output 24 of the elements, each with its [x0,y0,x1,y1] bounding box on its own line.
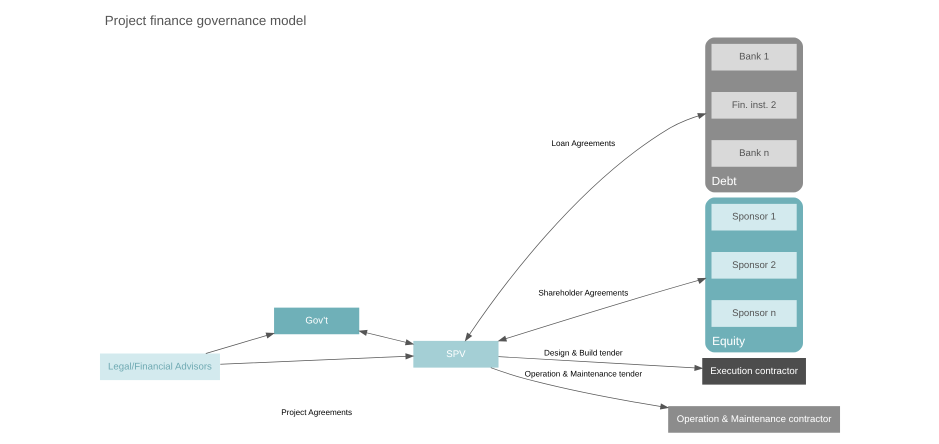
arrow [464,113,706,342]
node-box: Bank n [711,140,796,167]
node-box: Fin. inst. 2 [711,92,796,119]
arrow [498,356,703,371]
edge-label: Design & Build tender [544,348,622,358]
node-box: Operation & Maintenance contractor [668,406,840,433]
node-box: Sponsor 2 [711,252,796,279]
arrow [358,330,414,346]
node-box: Gov’t [274,308,359,334]
edge-label: Operation & Maintenance tender [524,369,642,378]
arrow [490,367,669,410]
node-box: SPV [412,340,498,368]
node-box: Sponsor n [711,300,796,327]
edge-label: Loan Agreements [550,138,615,148]
node-box: Bank 1 [711,44,796,70]
arrow [219,353,414,365]
node-box: Legal/Financial Advisors [99,354,220,380]
node-box: Sponsor 1 [711,204,796,231]
edge-label: Shareholder Agreements [538,288,628,298]
label: Project Agreements [280,408,352,417]
node-box: Execution contractor [702,358,806,385]
diagram-title: Project finance governance model [104,12,306,28]
arrow [497,278,706,342]
arrow [204,332,274,354]
